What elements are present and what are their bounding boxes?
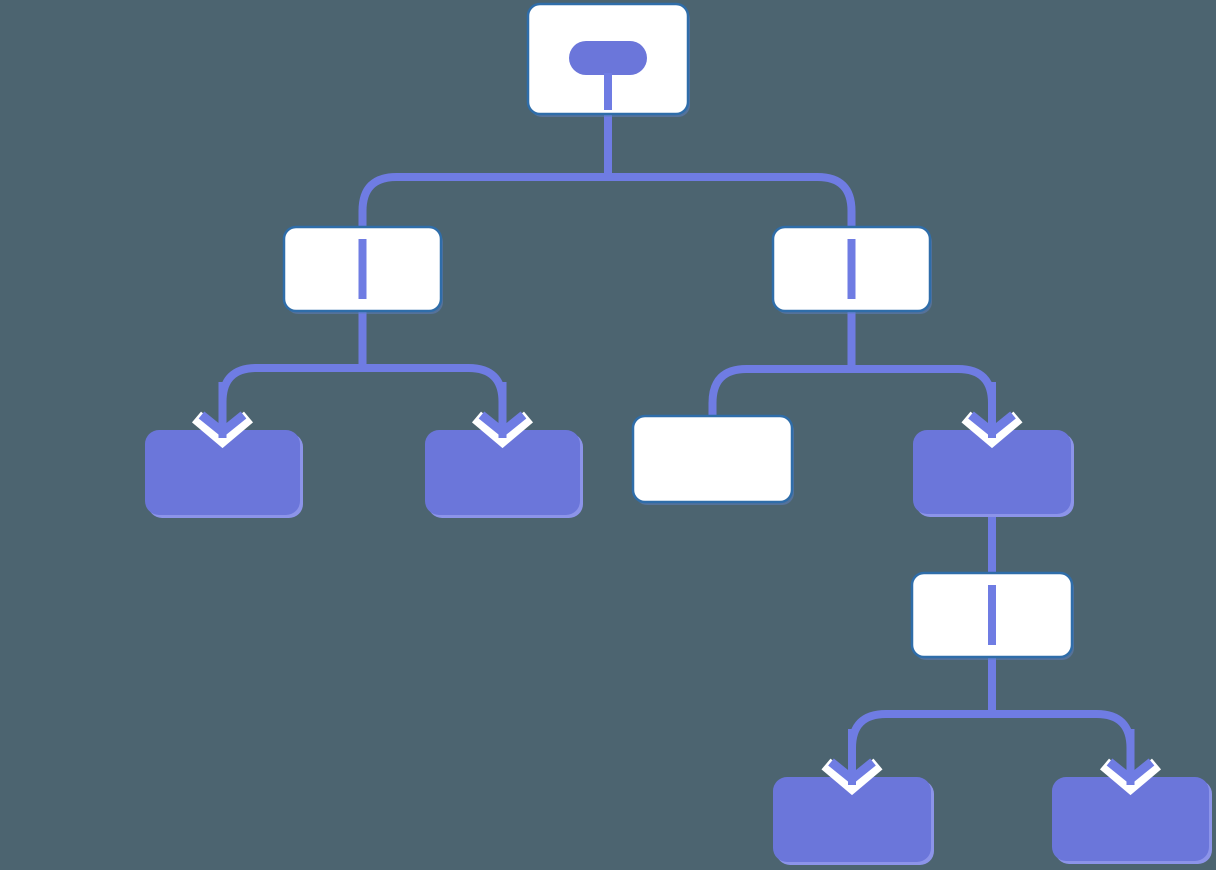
collapsed-branch-icon (569, 41, 647, 110)
drop-chevron-icon (191, 382, 254, 449)
drop-chevron-icon (821, 729, 883, 796)
chevron-highlight (1099, 758, 1162, 796)
node-leaf-5 (773, 777, 934, 865)
node-layer (145, 2, 1212, 865)
node-leaf-6 (1052, 777, 1212, 864)
drop-chevron-icon (1099, 729, 1162, 796)
glyph-layer (358, 41, 996, 645)
chevron-highlight (191, 411, 254, 449)
arrow-head (478, 411, 527, 438)
node-body-leaf-6[interactable] (1052, 777, 1209, 861)
drop-chevron-icon (471, 382, 534, 449)
connector-from-branch-left (218, 305, 507, 438)
chevron-highlight (471, 411, 534, 449)
node-leaf-4 (913, 430, 1074, 517)
node-body-leaf-5[interactable] (773, 777, 931, 862)
arrow-head (1106, 758, 1155, 785)
node-leaf-1 (145, 430, 303, 518)
root-pill (569, 41, 647, 75)
node-body-leaf-3[interactable] (631, 414, 794, 504)
connector-from-branch-lower (848, 651, 1135, 785)
arrow-head (968, 411, 1016, 438)
node-leaf-2 (425, 430, 583, 518)
chevron-highlight (821, 758, 883, 796)
connector-from-root (358, 108, 856, 233)
arrow-head (198, 411, 247, 438)
arrow-head (828, 758, 876, 785)
node-body-leaf-4[interactable] (913, 430, 1071, 514)
arrow-layer (191, 382, 1162, 796)
node-body-leaf-2[interactable] (425, 430, 580, 515)
drop-chevron-icon (961, 382, 1023, 449)
node-leaf-3 (631, 414, 794, 505)
chevron-highlight (961, 411, 1023, 449)
node-body-leaf-1[interactable] (145, 430, 300, 515)
